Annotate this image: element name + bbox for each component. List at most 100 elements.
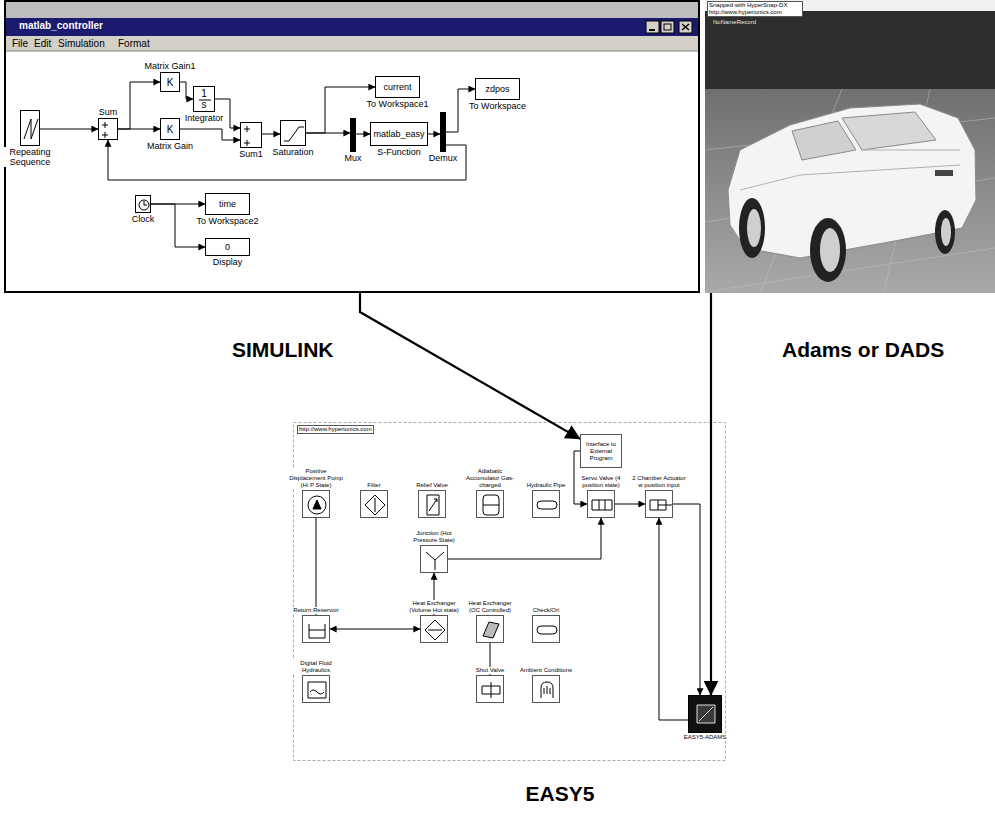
node-body xyxy=(419,491,445,517)
block-label: S-Function xyxy=(377,147,421,157)
signal-line xyxy=(180,82,193,99)
relief-symbol-part xyxy=(429,499,437,511)
node-body: 0 xyxy=(206,239,249,255)
node-body xyxy=(705,0,995,293)
accumulator-icon: Adiabatic Accumulator Gas-charged xyxy=(476,490,504,518)
hx2-icon-art xyxy=(477,616,505,644)
tank-symbol xyxy=(309,624,325,638)
block-label: To Workspace xyxy=(469,101,526,111)
heat-exchanger-icon: Heat Exchanger (OC Controlled) xyxy=(476,615,504,643)
pump-icon: Positive Displacement Pump (Hi P State) xyxy=(302,490,330,518)
pipe-icon: Hydraulic Pipe xyxy=(532,490,560,518)
sum-icon-art xyxy=(99,119,119,141)
car-wheel xyxy=(935,210,955,254)
saturation-block: Saturation xyxy=(280,120,306,146)
filter-symbol-part xyxy=(375,498,376,512)
simulink-window: Repeating SequenceSumKMatrix Gain11sInte… xyxy=(5,0,700,293)
check-icon-art xyxy=(533,616,561,644)
signal-line xyxy=(262,134,280,135)
fluid-symbol xyxy=(308,682,326,698)
node-body xyxy=(303,616,329,642)
block-label: Heat Exchanger (Volume Hot state) xyxy=(407,600,461,614)
node-body xyxy=(5,0,700,293)
block-label: Display xyxy=(213,257,243,267)
easy5-window: Positive Displacement Pump (Hi P State) F… xyxy=(293,422,725,760)
maximize-button xyxy=(661,21,674,33)
node-body xyxy=(21,111,39,145)
block-label: Digital Fluid Hydraulics xyxy=(289,660,343,674)
hx2-symbol xyxy=(483,622,499,638)
window-strip xyxy=(6,2,698,18)
node-body: matlab_easy xyxy=(371,123,427,145)
car-side-window xyxy=(792,121,856,160)
pump-icon-art xyxy=(303,491,331,519)
act-icon-art xyxy=(646,491,674,519)
relief-icon-art xyxy=(419,491,447,519)
valve-icon: Relief Valve xyxy=(418,490,446,518)
block-label: Check/Ori xyxy=(519,607,573,614)
data-flow-arrow xyxy=(710,293,712,695)
adams-symbol-part xyxy=(697,705,715,723)
block-text: Interface to External Program xyxy=(583,441,619,462)
signal-line xyxy=(356,134,370,135)
fluid-symbol-part xyxy=(308,682,326,698)
signal-line xyxy=(428,134,440,135)
filter-icon: Filter xyxy=(360,490,388,518)
menu-item: File xyxy=(12,38,28,50)
signal-line xyxy=(180,129,240,140)
mux-block: Mux xyxy=(350,118,356,152)
node-body xyxy=(303,491,329,517)
block-label: Demux xyxy=(429,153,458,163)
menu-item: Format xyxy=(118,38,150,50)
node-body xyxy=(351,119,355,151)
sum-icon-art xyxy=(241,123,263,149)
clock-block: Clock xyxy=(135,195,151,213)
filter-symbol-part xyxy=(365,495,385,515)
window-title: NoNameRecord xyxy=(713,19,756,26)
minimize-glyph xyxy=(649,29,655,31)
block-label: Servo Valve (4 position state) xyxy=(576,475,626,489)
node-body xyxy=(588,491,614,517)
pump-symbol-part xyxy=(313,500,321,509)
menu-item: Simulation xyxy=(58,38,105,50)
adams-block: EASY5-ADAMS xyxy=(688,695,722,733)
shut-valve-icon: Shut Valve xyxy=(476,675,504,703)
check-valve-icon: Check/Ori xyxy=(532,615,560,643)
signal-line xyxy=(306,87,375,133)
block-label: Repeating Sequence xyxy=(1,147,59,167)
block-label: Sum1 xyxy=(239,149,263,159)
hx-symbol-part xyxy=(428,630,442,631)
rep-icon-art xyxy=(21,111,41,147)
node-body xyxy=(689,696,721,732)
amb-symbol-part xyxy=(541,682,553,698)
render-floor xyxy=(705,0,995,293)
floor-grid xyxy=(705,89,995,293)
node-body xyxy=(646,491,672,517)
heat-exchanger-icon: Heat Exchanger (Volume Hot state) xyxy=(420,615,448,643)
block-text: K xyxy=(167,124,174,135)
sum-symbol xyxy=(244,126,250,146)
demux-block: Demux xyxy=(440,112,446,152)
junction-symbol-part xyxy=(426,552,444,570)
fluid-icon: Digital Fluid Hydraulics xyxy=(302,675,330,703)
block-label: Relief Valve xyxy=(405,482,459,489)
signal-line xyxy=(659,518,688,720)
node-body: current xyxy=(376,77,419,97)
clock-symbol-part xyxy=(139,200,149,210)
node-body: time xyxy=(206,194,249,214)
window-frame xyxy=(5,1,699,292)
integrator-block: 1sIntegrator xyxy=(193,86,215,112)
block-label: Junction (Hot Pressure State) xyxy=(404,530,464,544)
node-body: 1s xyxy=(194,87,214,111)
tank-symbol-part xyxy=(309,624,325,638)
gain-block: KMatrix Gain xyxy=(160,118,180,140)
car-rim xyxy=(820,228,840,272)
gain-block: KMatrix Gain1 xyxy=(160,72,180,92)
tool-name: Adams or DADS xyxy=(782,338,944,362)
node-body xyxy=(241,123,261,147)
hx-symbol xyxy=(425,620,445,640)
node-body: K xyxy=(161,73,179,91)
accum-symbol-part xyxy=(483,505,499,506)
block-text: s xyxy=(202,99,207,110)
rep-symbol xyxy=(24,119,38,139)
